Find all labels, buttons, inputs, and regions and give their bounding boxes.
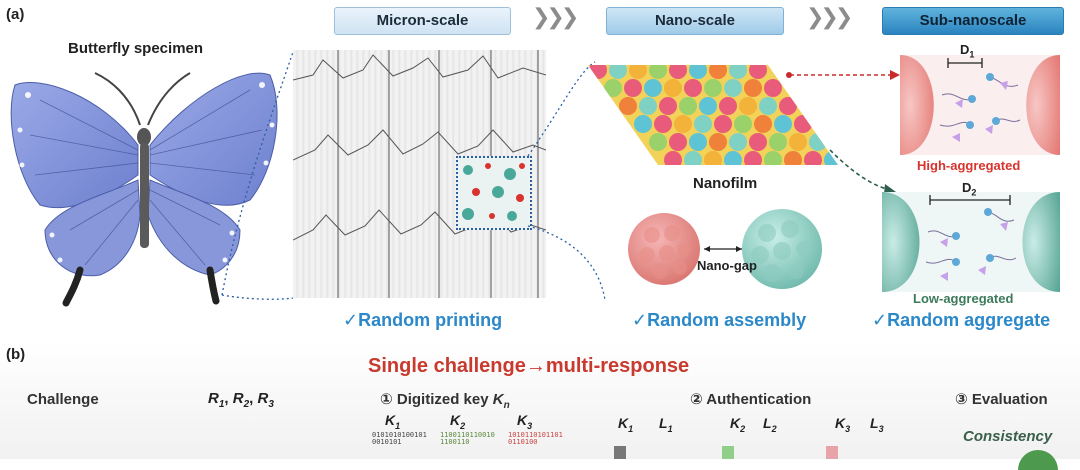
micron-scale-box: Micron-scale	[334, 7, 511, 35]
nanofilm-image	[588, 65, 838, 165]
key-label-2: K2	[450, 412, 466, 431]
chevrons-arrow-icon: ❯❯❯	[532, 4, 579, 29]
nanoparticle-pair-image	[628, 209, 822, 289]
key-label-3: K3	[517, 412, 533, 431]
responses-header: R1, R2, R3	[208, 390, 274, 410]
binary-stream-3: 10101101011010110100	[508, 432, 563, 446]
authentication-header: ② Authentication	[690, 391, 812, 408]
auth-bar-1	[614, 446, 626, 459]
nanogap-label: Nano-gap	[697, 258, 757, 273]
callout-lines	[221, 51, 900, 301]
random-aggregate-label: ✓Random aggregate	[872, 310, 1051, 330]
nano-scale-box: Nano-scale	[606, 7, 784, 35]
key-label-1: K1	[385, 412, 401, 431]
subnano-scale-box: Sub-nanoscale	[882, 7, 1064, 35]
auth-label-2: K2 L2	[730, 415, 777, 434]
auth-bar-2	[722, 446, 734, 459]
panel-a-label: (a)	[6, 6, 25, 23]
chevrons-arrow-icon: ❯❯❯	[806, 4, 853, 29]
random-printing-label: ✓Random printing	[343, 310, 503, 330]
d2-label: D2	[962, 180, 977, 198]
auth-label-3: K3 L3	[835, 415, 884, 434]
panel-b-background	[0, 340, 1080, 459]
panel-b-title: Single challenge→multi-response	[368, 355, 690, 377]
butterfly-image	[10, 72, 278, 307]
nanofilm-label: Nanofilm	[693, 175, 758, 192]
butterfly-label: Butterfly specimen	[68, 40, 204, 57]
binary-stream-1: 01010101001010010101	[372, 432, 427, 446]
auth-label-1: K1 L1	[618, 415, 673, 434]
binary-stream-2: 11001101100101100110	[440, 432, 495, 446]
random-assembly-label: ✓Random assembly	[632, 310, 807, 330]
high-aggregated-image	[900, 55, 1060, 155]
micron-scale-image	[293, 50, 546, 298]
low-aggregated-image	[882, 192, 1060, 292]
auth-bar-3	[826, 446, 838, 459]
low-aggregated-label: Low-aggregated	[913, 291, 1014, 306]
high-aggregated-label: High-aggregated	[917, 158, 1021, 173]
challenge-header: Challenge	[27, 391, 99, 408]
evaluation-header: ③ Evaluation	[955, 391, 1048, 408]
d1-label: D1	[960, 42, 975, 60]
panel-b-label: (b)	[6, 346, 26, 363]
consistency-label: Consistency	[963, 428, 1053, 445]
digitized-key-header: ① Digitized key Kn	[380, 391, 510, 411]
